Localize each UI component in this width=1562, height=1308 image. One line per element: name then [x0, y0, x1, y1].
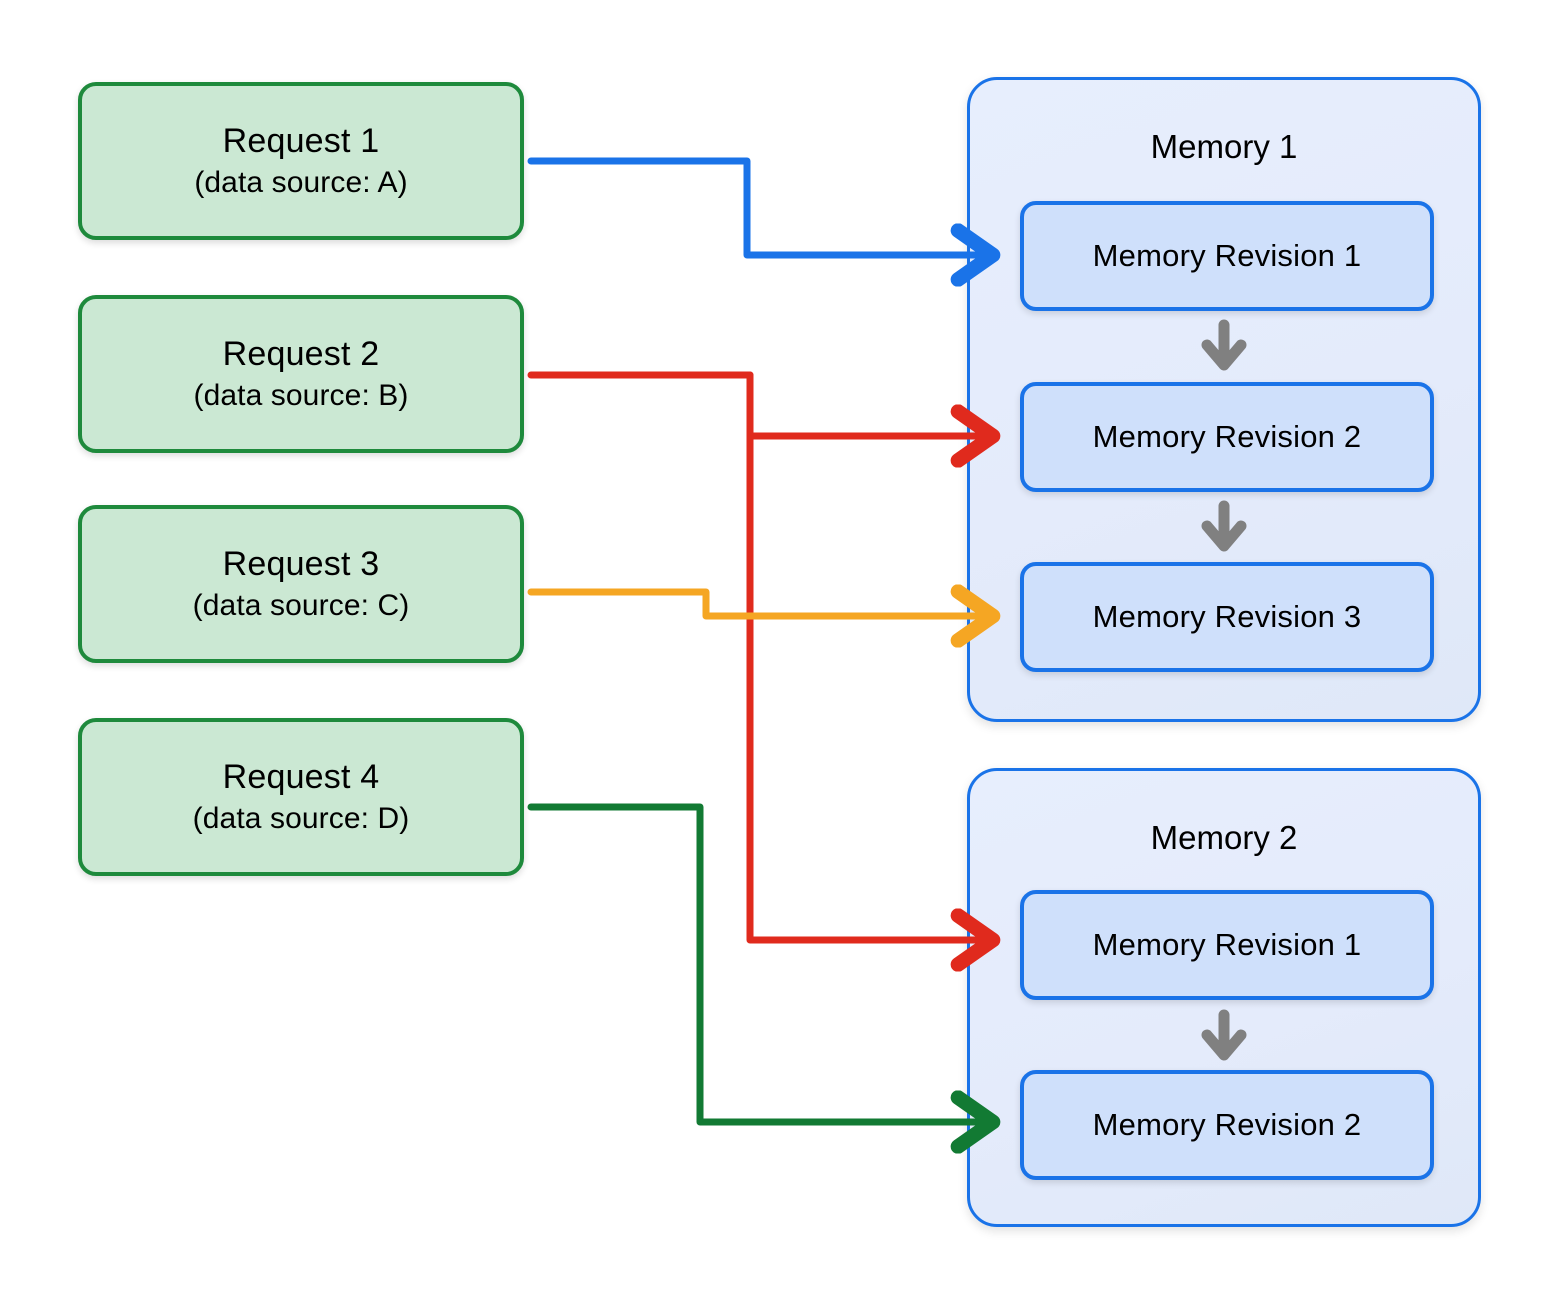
memory-revision-box[interactable]: Memory Revision 1 [1020, 890, 1434, 1000]
request-title: Request 3 [222, 545, 380, 584]
request-subtitle: (data source: B) [193, 378, 409, 412]
memory-revision-box[interactable]: Memory Revision 2 [1020, 1070, 1434, 1180]
memory-title: Memory 1 [1150, 128, 1298, 165]
memory-revision-box[interactable]: Memory Revision 1 [1020, 201, 1434, 311]
memory-revision-box[interactable]: Memory Revision 3 [1020, 562, 1434, 672]
request-title: Request 1 [222, 122, 380, 161]
memory-revision-box[interactable]: Memory Revision 2 [1020, 382, 1434, 492]
memory-revision-label: Memory Revision 2 [1092, 1107, 1362, 1142]
memory-container-2[interactable]: Memory 2 Memory Revision 1 Memory Revisi… [967, 768, 1481, 1227]
request-title: Request 4 [222, 758, 380, 797]
memory-title: Memory 2 [1150, 819, 1298, 856]
request-box-2[interactable]: Request 2 (data source: B) [78, 295, 524, 453]
memory-revision-label: Memory Revision 1 [1092, 238, 1362, 273]
request-box-1[interactable]: Request 1 (data source: A) [78, 82, 524, 240]
request-box-4[interactable]: Request 4 (data source: D) [78, 718, 524, 876]
request-title: Request 2 [222, 335, 380, 374]
memory-container-1[interactable]: Memory 1 Memory Revision 1 Memory Revisi… [967, 77, 1481, 722]
connector-request-3 [527, 592, 993, 616]
memory-revision-label: Memory Revision 3 [1092, 599, 1362, 634]
memory-revision-label: Memory Revision 1 [1092, 927, 1362, 962]
connector-request-2-to-memory-2 [746, 371, 993, 940]
memory-revision-label: Memory Revision 2 [1092, 419, 1362, 454]
request-subtitle: (data source: A) [194, 165, 408, 199]
connector-request-4 [527, 803, 993, 1122]
connector-request-2-to-memory-1 [527, 371, 993, 436]
request-subtitle: (data source: D) [192, 801, 410, 835]
request-subtitle: (data source: C) [192, 588, 410, 622]
request-box-3[interactable]: Request 3 (data source: C) [78, 505, 524, 663]
connector-request-1 [527, 157, 993, 255]
